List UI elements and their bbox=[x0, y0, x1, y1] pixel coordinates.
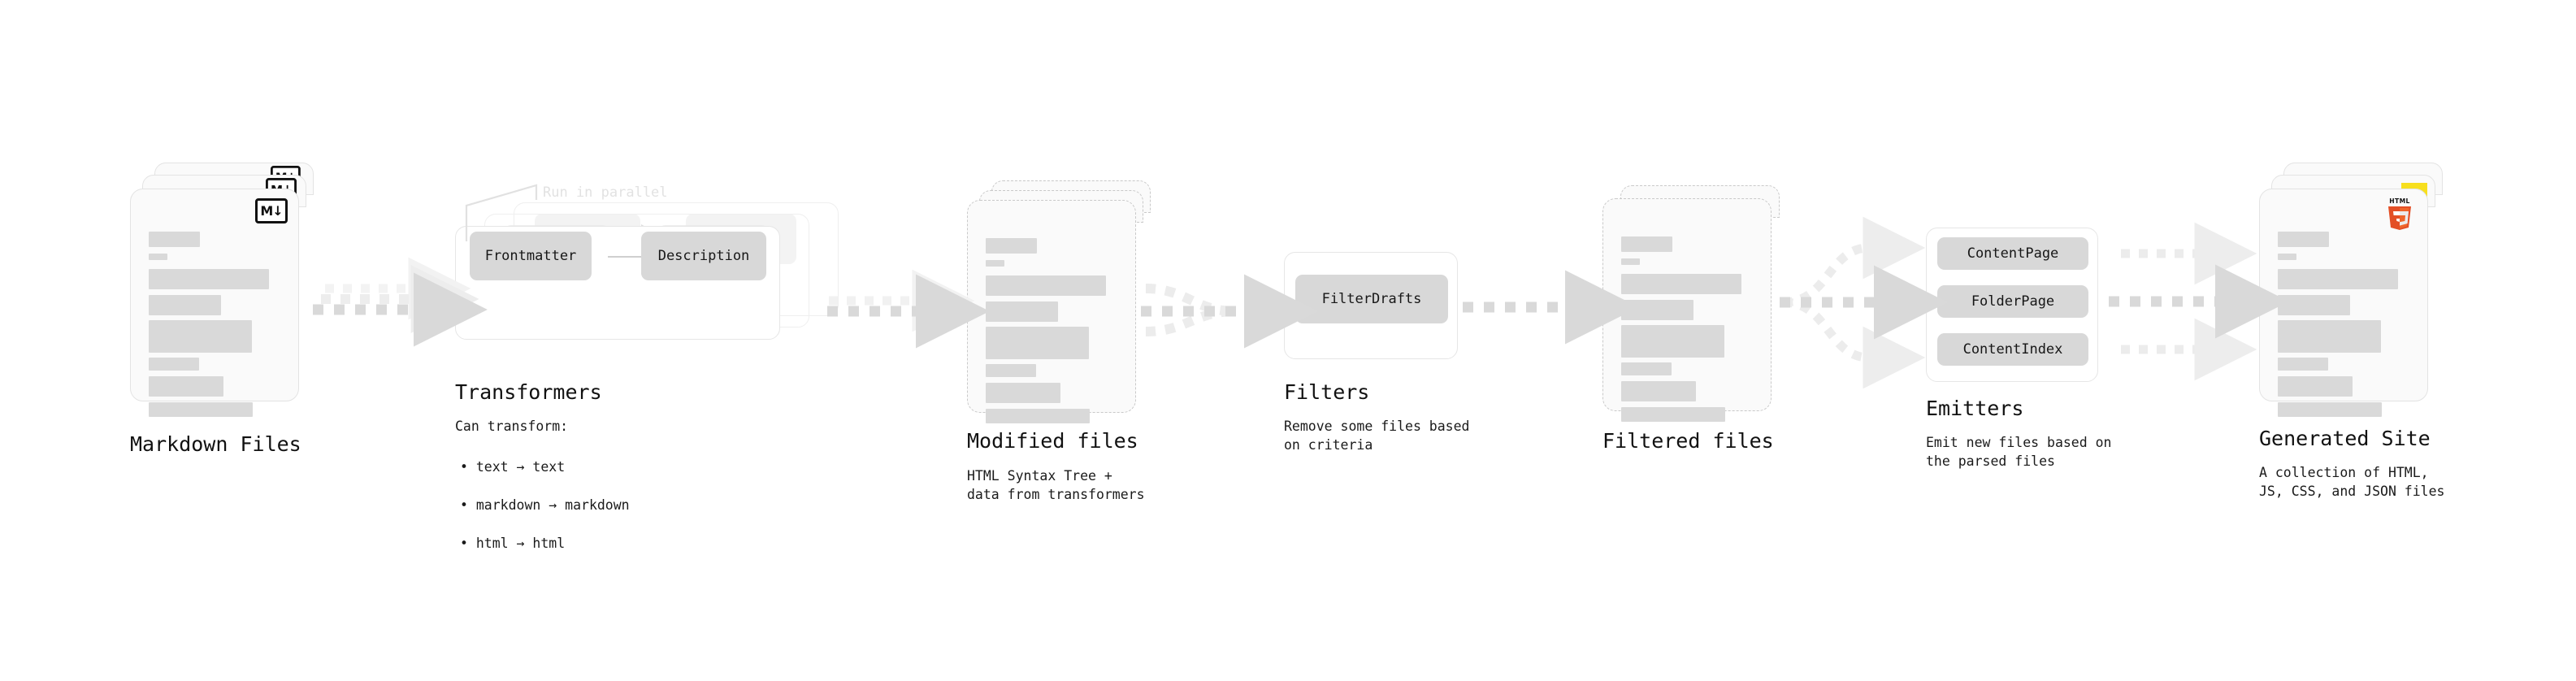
transformer-node-frontmatter[interactable]: Frontmatter bbox=[470, 232, 592, 280]
skeleton-line bbox=[986, 383, 1060, 403]
skeleton-line bbox=[149, 295, 221, 315]
transformers-bullet-list: • text → text • markdown → markdown • ht… bbox=[460, 439, 630, 572]
markdown-icon: M↓ bbox=[255, 198, 288, 223]
filter-node-filterdrafts[interactable]: FilterDrafts bbox=[1295, 275, 1448, 323]
skeleton-line bbox=[986, 301, 1058, 322]
skeleton-line bbox=[2278, 320, 2381, 353]
stage-title-filters: Filters bbox=[1284, 380, 1370, 404]
emitter-node-contentindex[interactable]: ContentIndex bbox=[1937, 333, 2088, 366]
site-card-front: HTML bbox=[2259, 189, 2428, 417]
skeleton-line bbox=[2278, 254, 2296, 260]
skeleton-line bbox=[1621, 236, 1672, 252]
skeleton-line bbox=[1621, 258, 1640, 265]
modified-files-desc: HTML Syntax Tree + data from transformer… bbox=[967, 468, 1145, 503]
skeleton-line bbox=[149, 376, 223, 397]
emitters-desc: Emit new files based on the parsed files bbox=[1926, 435, 2112, 470]
emitter-node-contentpage[interactable]: ContentPage bbox=[1937, 237, 2088, 270]
skeleton-line bbox=[986, 275, 1106, 296]
stage-title-generated-site: Generated Site bbox=[2259, 427, 2431, 450]
skeleton-line bbox=[2278, 232, 2329, 247]
skeleton-line bbox=[2278, 269, 2398, 289]
skeleton-line bbox=[986, 409, 1090, 423]
skeleton-line bbox=[149, 254, 167, 260]
arrow-emitters-to-site bbox=[2109, 222, 2289, 381]
transformer-node-description[interactable]: Description bbox=[641, 232, 766, 280]
generated-site-desc: A collection of HTML, JS, CSS, and JSON … bbox=[2259, 465, 2445, 500]
run-in-parallel-label: Run in parallel bbox=[543, 184, 668, 201]
skeleton-line bbox=[149, 232, 200, 247]
modified-card-front bbox=[967, 200, 1136, 423]
skeleton-line bbox=[2278, 402, 2382, 417]
skeleton-line bbox=[1621, 381, 1696, 401]
skeleton-line bbox=[149, 320, 252, 353]
arrow-filtered-to-emitters bbox=[1780, 216, 1948, 389]
skeleton-line bbox=[2278, 358, 2328, 371]
skeleton-line bbox=[1621, 407, 1725, 422]
skeleton-line bbox=[1621, 300, 1693, 320]
skeleton-line bbox=[1621, 362, 1672, 375]
transformers-bullet: • markdown → markdown bbox=[460, 497, 630, 514]
emitter-node-folderpage[interactable]: FolderPage bbox=[1937, 285, 2088, 318]
skeleton-line bbox=[149, 402, 253, 417]
skeleton-line bbox=[2278, 295, 2350, 315]
transformers-bullet: • html → html bbox=[460, 536, 566, 552]
filtered-card-front bbox=[1602, 198, 1772, 422]
skeleton-line bbox=[149, 269, 269, 289]
skeleton-line bbox=[1621, 325, 1724, 358]
stage-title-emitters: Emitters bbox=[1926, 397, 2024, 420]
arrow-markdown-to-transformers bbox=[313, 257, 488, 347]
transformers-desc-lead: Can transform: bbox=[455, 419, 569, 434]
stage-title-transformers: Transformers bbox=[455, 380, 602, 404]
arrow-transformers-to-modified bbox=[827, 269, 990, 349]
skeleton-line bbox=[986, 327, 1089, 359]
svg-text:HTML: HTML bbox=[2389, 197, 2410, 205]
stage-title-markdown-files: Markdown Files bbox=[130, 432, 301, 456]
skeleton-line bbox=[986, 364, 1036, 377]
skeleton-line bbox=[2278, 376, 2353, 397]
skeleton-line bbox=[149, 358, 199, 371]
arrow-modified-to-filters bbox=[1141, 274, 1318, 349]
skeleton-line bbox=[986, 260, 1004, 267]
stage-title-filtered-files: Filtered files bbox=[1602, 429, 1774, 453]
transformers-bullet: • text → text bbox=[460, 459, 566, 475]
markdown-card-front: M↓ bbox=[130, 189, 299, 417]
skeleton-line bbox=[1621, 274, 1741, 294]
stage-title-modified-files: Modified files bbox=[967, 429, 1138, 453]
html5-icon: HTML bbox=[2385, 196, 2414, 230]
skeleton-line bbox=[986, 238, 1037, 254]
filters-desc: Remove some files based on criteria bbox=[1284, 419, 1470, 453]
